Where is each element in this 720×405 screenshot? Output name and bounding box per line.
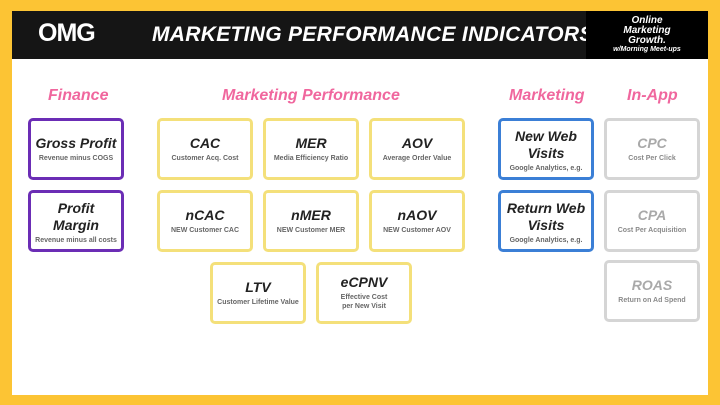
brand-line-2: Marketing bbox=[623, 25, 671, 36]
card-naov: nAOV NEW Customer AOV bbox=[369, 190, 465, 252]
card-title: CPC bbox=[637, 135, 667, 151]
card-title: CPA bbox=[637, 207, 667, 223]
card-new-web-visits: New Web Visits Google Analytics, e.g. bbox=[498, 118, 594, 180]
card-desc: Customer Acq. Cost bbox=[171, 155, 239, 162]
card-profit-margin: Profit Margin Revenue minus all costs bbox=[28, 190, 124, 252]
card-ltv: LTV Customer Lifetime Value bbox=[210, 262, 306, 324]
card-desc: Cost Per Click bbox=[628, 155, 676, 162]
brand-subline: w/Morning Meet-ups bbox=[613, 46, 681, 53]
card-title: MER bbox=[295, 135, 327, 151]
card-title-line-2: Visits bbox=[527, 217, 565, 233]
card-mer: MER Media Efficiency Ratio bbox=[263, 118, 359, 180]
card-title: Gross Profit bbox=[35, 135, 117, 151]
card-desc-line-2: per New Visit bbox=[342, 303, 386, 310]
card-desc: Revenue minus COGS bbox=[38, 155, 114, 162]
page-title: MARKETING PERFORMANCE INDICATORS bbox=[152, 23, 594, 46]
card-title-line-1: Profit bbox=[57, 200, 95, 216]
brand-logo: Online Marketing Growth. w/Morning Meet-… bbox=[586, 11, 708, 59]
card-desc: Google Analytics, e.g. bbox=[509, 237, 583, 244]
brand-line-1: Online bbox=[631, 15, 663, 26]
card-title-line-1: New Web bbox=[515, 128, 577, 144]
card-cpc: CPC Cost Per Click bbox=[604, 118, 700, 180]
card-desc: NEW Customer CAC bbox=[170, 227, 240, 234]
card-title: CAC bbox=[189, 135, 221, 151]
card-cpa: CPA Cost Per Acquisition bbox=[604, 190, 700, 252]
card-title: LTV bbox=[245, 279, 271, 295]
card-desc: Media Efficiency Ratio bbox=[273, 155, 349, 162]
card-desc: Customer Lifetime Value bbox=[217, 299, 299, 306]
omg-logo: OMG bbox=[38, 19, 96, 47]
card-desc: Google Analytics, e.g. bbox=[509, 165, 583, 172]
card-aov: AOV Average Order Value bbox=[369, 118, 465, 180]
card-return-web-visits: Return Web Visits Google Analytics, e.g. bbox=[498, 190, 594, 252]
card-nmer: nMER NEW Customer MER bbox=[263, 190, 359, 252]
card-desc: NEW Customer AOV bbox=[383, 227, 451, 234]
card-gross-profit: Gross Profit Revenue minus COGS bbox=[28, 118, 124, 180]
card-desc: Average Order Value bbox=[382, 155, 452, 162]
card-desc: NEW Customer MER bbox=[276, 227, 346, 234]
heading-marketing: Marketing bbox=[509, 87, 585, 104]
card-title: AOV bbox=[401, 135, 433, 151]
card-ecpnv: eCPNV Effective Cost per New Visit bbox=[316, 262, 412, 324]
card-title-line-2: Margin bbox=[53, 217, 99, 233]
card-title: nMER bbox=[291, 207, 331, 223]
card-title: nCAC bbox=[185, 207, 225, 223]
card-cac: CAC Customer Acq. Cost bbox=[157, 118, 253, 180]
brand-line-3: Growth. bbox=[628, 35, 666, 46]
card-title: eCPNV bbox=[340, 274, 388, 290]
card-desc: Cost Per Acquisition bbox=[617, 227, 687, 234]
card-ncac: nCAC NEW Customer CAC bbox=[157, 190, 253, 252]
heading-in-app: In-App bbox=[627, 87, 678, 104]
card-desc-line-1: Effective Cost bbox=[340, 294, 388, 301]
card-title-line-1: Return Web bbox=[506, 200, 586, 216]
card-title-line-2: Visits bbox=[527, 145, 565, 161]
card-roas: ROAS Return on Ad Spend bbox=[604, 260, 700, 322]
card-title: nAOV bbox=[397, 207, 437, 223]
card-desc: Return on Ad Spend bbox=[618, 297, 686, 304]
card-title: ROAS bbox=[631, 277, 673, 293]
heading-marketing-performance: Marketing Performance bbox=[222, 87, 400, 104]
header-bar: OMG MARKETING PERFORMANCE INDICATORS Onl… bbox=[12, 11, 708, 59]
card-desc: Revenue minus all costs bbox=[35, 237, 117, 244]
heading-finance: Finance bbox=[48, 87, 109, 104]
slide: OMG MARKETING PERFORMANCE INDICATORS Onl… bbox=[12, 11, 708, 395]
